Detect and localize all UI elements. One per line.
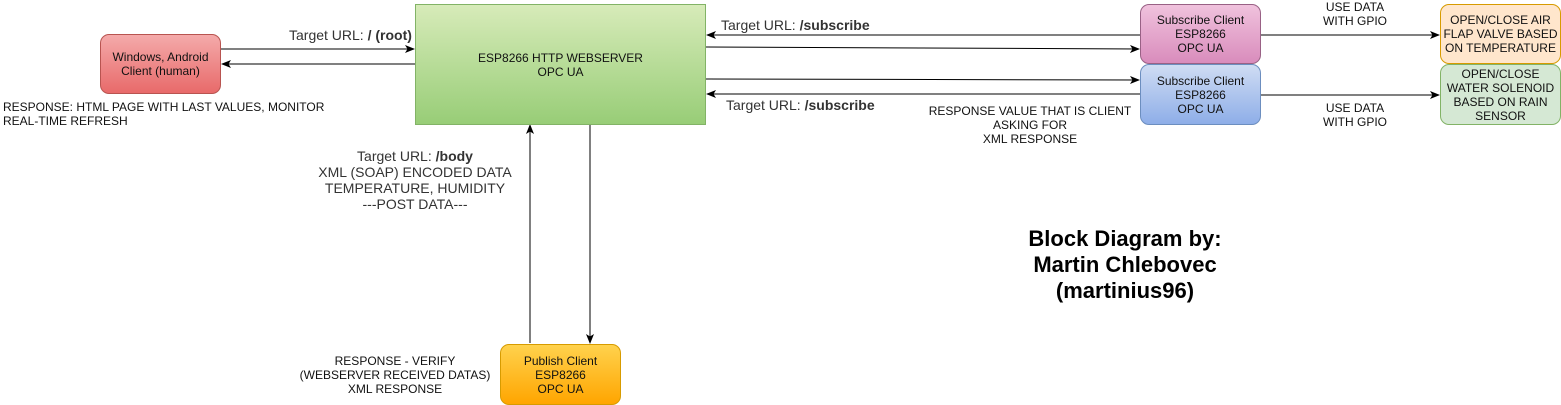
use-data-gpio-label-bottom: USE DATA WITH GPIO <box>1323 101 1387 129</box>
body-post-label: Target URL: /body XML (SOAP) ENCODED DAT… <box>318 148 512 212</box>
subscribe-url-label-bottom: Target URL: /subscribe <box>726 97 875 113</box>
subscribe-client-1-node: Subscribe Client ESP8266 OPC UA <box>1140 4 1261 64</box>
diagram-credit: Block Diagram by: Martin Chlebovec (mart… <box>1028 226 1222 303</box>
subscribe-url-label-top: Target URL: /subscribe <box>721 17 870 33</box>
verify-response-label: RESPONSE - VERIFY (WEBSERVER RECEIVED DA… <box>299 354 491 396</box>
esp8266-webserver-node: ESP8266 HTTP WEBSERVER OPC UA <box>415 4 706 125</box>
use-data-gpio-label-top: USE DATA WITH GPIO <box>1323 0 1387 28</box>
arrow-webserver-to-subscriber2 <box>705 75 1140 84</box>
html-response-label: RESPONSE: HTML PAGE WITH LAST VALUES, MO… <box>3 100 325 128</box>
water-solenoid-node: OPEN/CLOSE WATER SOLENOID BASED ON RAIN … <box>1440 64 1561 125</box>
air-flap-valve-node: OPEN/CLOSE AIR FLAP VALVE BASED ON TEMPE… <box>1440 4 1561 64</box>
subscribe-client-2-node: Subscribe Client ESP8266 OPC UA <box>1140 64 1261 125</box>
windows-android-client-node: Windows, Android Client (human) <box>100 34 221 94</box>
arrow-webserver-to-subscriber1 <box>705 44 1140 53</box>
publish-client-node: Publish Client ESP8266 OPC UA <box>500 344 621 405</box>
client-response-label: RESPONSE VALUE THAT IS CLIENT ASKING FOR… <box>928 104 1132 146</box>
root-url-label: Target URL: / (root) <box>289 27 412 43</box>
